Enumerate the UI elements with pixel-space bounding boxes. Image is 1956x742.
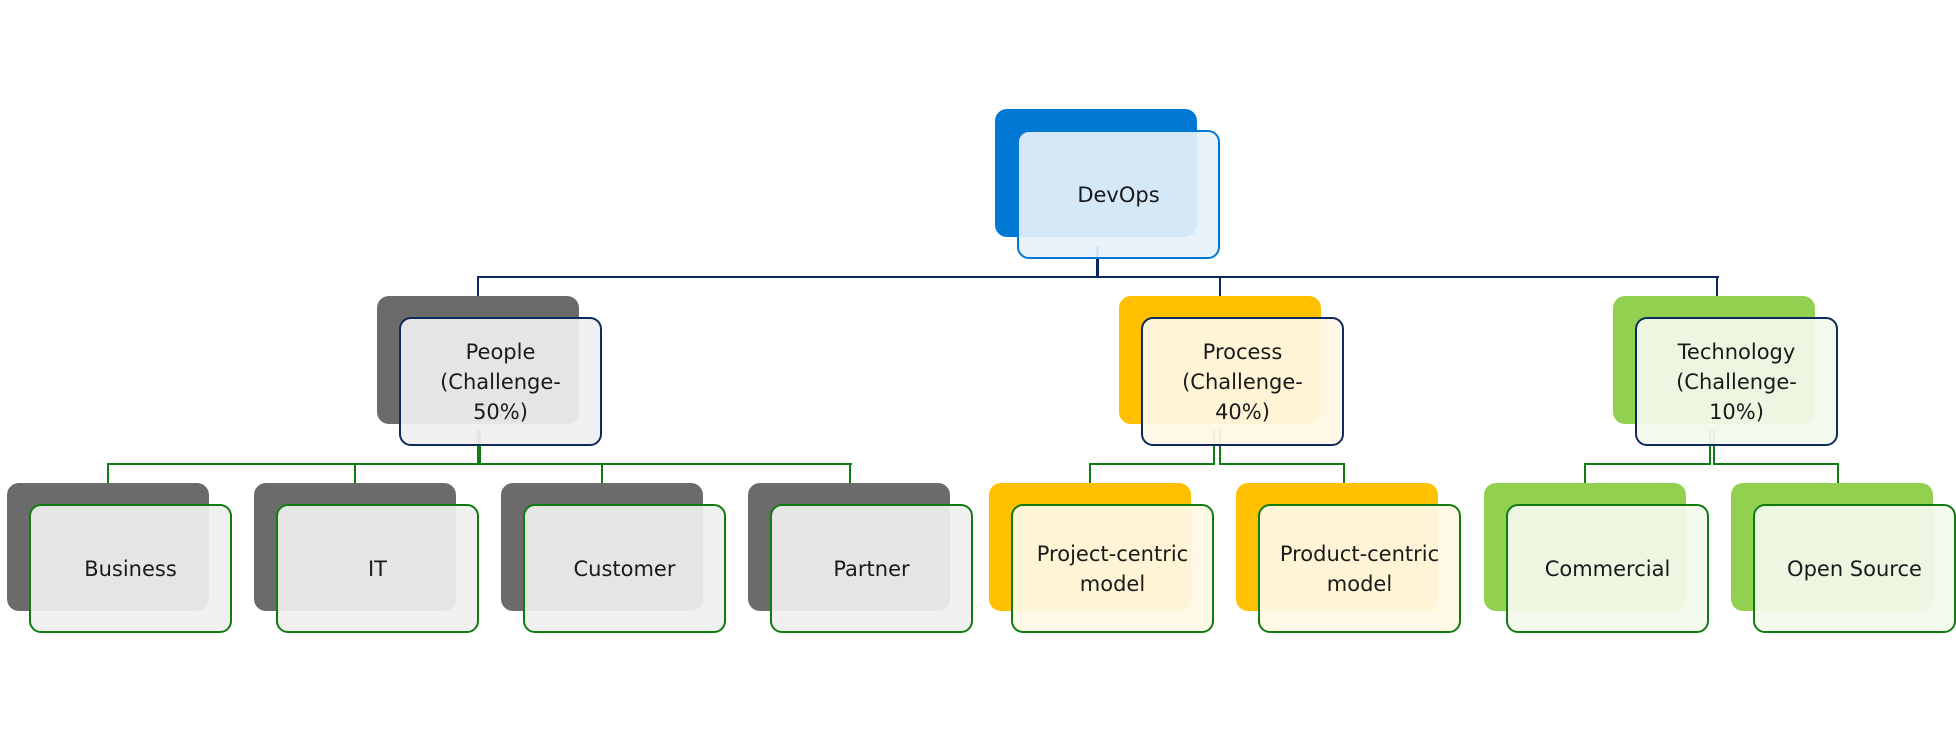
node-partner-card: Partner [770, 504, 973, 633]
node-project-centric-card: Project-centric model [1011, 504, 1214, 633]
connector-process-stem-right [1219, 430, 1221, 465]
connector-to-business [107, 463, 109, 485]
node-people-card: People (Challenge-50%) [399, 317, 602, 446]
node-people[interactable]: People (Challenge-50%) [377, 296, 602, 446]
node-business[interactable]: Business [7, 483, 232, 633]
node-it-label: IT [367, 556, 388, 581]
node-business-label: Business [84, 556, 177, 581]
node-project-centric-model[interactable]: Project-centric model [989, 483, 1214, 633]
node-product-centric-card: Product-centric model [1258, 504, 1461, 633]
connector-to-process [1219, 276, 1221, 298]
connector-to-open-source [1837, 463, 1839, 485]
node-devops[interactable]: DevOps [995, 109, 1220, 259]
node-product-centric-label: Product-centric model [1279, 541, 1440, 596]
connector-technology-bar-right [1713, 463, 1839, 465]
node-devops-label: DevOps [1077, 182, 1160, 207]
connector-technology-stem-right [1713, 430, 1715, 465]
node-customer-label: Customer [573, 556, 676, 581]
connector-to-customer [601, 463, 603, 485]
connector-people-bar [107, 463, 852, 465]
node-partner[interactable]: Partner [748, 483, 973, 633]
node-open-source-card: Open Source [1753, 504, 1956, 633]
node-customer-card: Customer [523, 504, 726, 633]
node-process-label: Process (Challenge-40%) [1182, 339, 1303, 424]
connector-technology-stem-left [1709, 430, 1711, 465]
connector-level1-bar [477, 276, 1719, 278]
connector-to-commercial [1584, 463, 1586, 485]
node-people-label: People (Challenge-50%) [440, 339, 561, 424]
node-project-centric-label: Project-centric model [1036, 541, 1189, 596]
node-technology-card: Technology (Challenge-10%) [1635, 317, 1838, 446]
connector-to-partner [849, 463, 851, 485]
connector-process-stem-left [1213, 430, 1215, 465]
connector-process-bar-right [1219, 463, 1345, 465]
node-customer[interactable]: Customer [501, 483, 726, 633]
node-commercial-label: Commercial [1544, 556, 1671, 581]
node-commercial-card: Commercial [1506, 504, 1709, 633]
connector-to-project-centric [1089, 463, 1091, 485]
node-process[interactable]: Process (Challenge-40%) [1119, 296, 1344, 446]
node-process-card: Process (Challenge-40%) [1141, 317, 1344, 446]
connector-people-stem [477, 430, 481, 465]
node-partner-label: Partner [833, 556, 910, 581]
connector-to-technology [1716, 276, 1718, 298]
node-devops-card: DevOps [1017, 130, 1220, 259]
node-it[interactable]: IT [254, 483, 479, 633]
node-open-source-label: Open Source [1787, 556, 1922, 581]
connector-process-bar-left [1089, 463, 1215, 465]
connector-root-stem [1096, 246, 1099, 278]
node-technology-label: Technology (Challenge-10%) [1676, 339, 1797, 424]
node-business-card: Business [29, 504, 232, 633]
node-it-card: IT [276, 504, 479, 633]
connector-to-it [354, 463, 356, 485]
connector-technology-bar-left [1584, 463, 1711, 465]
node-open-source[interactable]: Open Source [1731, 483, 1956, 633]
node-product-centric-model[interactable]: Product-centric model [1236, 483, 1461, 633]
connector-to-product-centric [1343, 463, 1345, 485]
node-technology[interactable]: Technology (Challenge-10%) [1613, 296, 1838, 446]
node-commercial[interactable]: Commercial [1484, 483, 1709, 633]
connector-to-people [477, 276, 479, 298]
